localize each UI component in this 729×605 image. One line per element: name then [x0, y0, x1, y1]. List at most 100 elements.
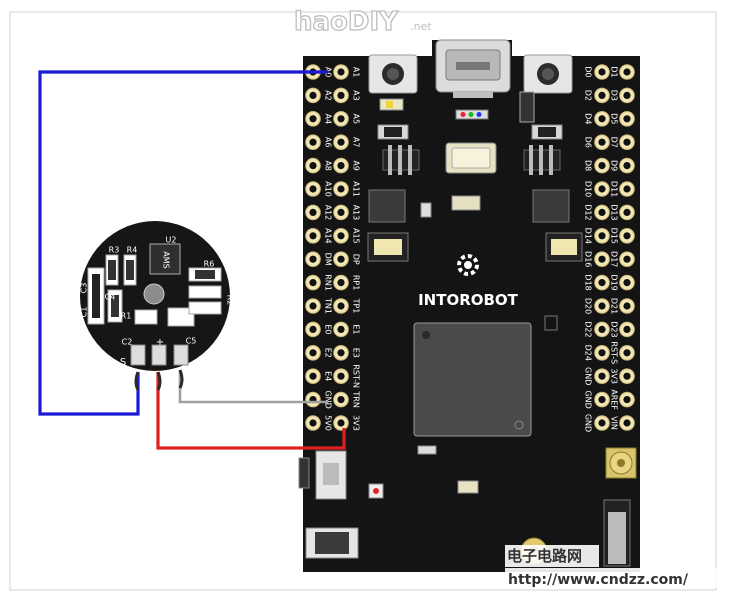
smd-crystal	[451, 195, 481, 211]
header-pin-hole	[623, 419, 631, 427]
sensor-label: D2	[169, 319, 180, 328]
smd-component	[519, 91, 535, 123]
header-pin-label: A4	[324, 114, 333, 125]
header-pin-hole	[337, 68, 345, 76]
header-pin-label: D15	[610, 228, 619, 244]
inductor	[305, 527, 359, 559]
header-pin-label: A15	[352, 228, 361, 244]
header-pin-label: D22	[584, 321, 593, 337]
header-pin-label: 3V3	[352, 415, 361, 431]
header-pin-hole	[598, 302, 606, 310]
header-pin-hole	[598, 396, 606, 404]
slide-switch	[298, 450, 347, 500]
header-pin-hole	[623, 162, 631, 170]
sensor-label: -	[198, 352, 202, 363]
smd-component	[457, 480, 479, 494]
header-pin-hole	[598, 68, 606, 76]
sensor-label: C2	[122, 338, 133, 347]
header-pin-label: D10	[584, 181, 593, 197]
header-pin-label: D5	[610, 113, 619, 124]
header-pin-hole	[309, 372, 317, 380]
diagram-frame	[9, 11, 717, 591]
header-pin-label: D7	[610, 137, 619, 148]
header-pin-label: D18	[584, 274, 593, 290]
header-pin-label: A12	[324, 205, 333, 221]
header-pin-hole	[598, 185, 606, 193]
header-pin-label: A1	[352, 67, 361, 78]
header-pin-hole	[309, 208, 317, 216]
header-pin-label: DM	[324, 253, 333, 266]
header-pin-hole	[309, 325, 317, 333]
header-pin-label: TN1	[324, 297, 333, 314]
header-pin-label: D19	[610, 274, 619, 290]
sensor-label: C4	[105, 293, 116, 302]
header-pin-label: VIN	[610, 416, 619, 430]
right-header-col2: D1D3D5D7D9D11D13D15D17D19D21D23RST-S3V3A…	[610, 64, 635, 431]
header-pin-label: E2	[324, 348, 333, 358]
reset-button-left	[368, 54, 418, 94]
header-pin-label: D14	[584, 228, 593, 244]
header-pin-hole	[598, 232, 606, 240]
header-pin-hole	[623, 255, 631, 263]
header-pin-hole	[623, 208, 631, 216]
sensor-led	[143, 283, 165, 305]
header-pin-hole	[598, 279, 606, 287]
header-pin-label: D12	[584, 204, 593, 220]
chip-right	[532, 189, 570, 223]
header-pin-hole	[598, 325, 606, 333]
jumper-left	[382, 145, 420, 175]
header-pin-label: AREF	[610, 389, 619, 410]
header-pin-hole	[337, 279, 345, 287]
antenna-connector	[605, 447, 637, 479]
wire-end	[178, 369, 184, 389]
svg-text:电子电路网: 电子电路网	[507, 547, 582, 565]
header-pin-label: D21	[610, 298, 619, 314]
header-pin-label: A2	[324, 90, 333, 101]
header-pin-label: E4	[324, 371, 333, 381]
header-pin-hole	[598, 255, 606, 263]
header-pin-label: GND	[324, 390, 333, 408]
header-pin-label: D16	[584, 251, 593, 267]
header-pin-hole	[623, 232, 631, 240]
header-pin-hole	[309, 232, 317, 240]
header-pin-label: 3V3	[610, 368, 619, 384]
ground-wire	[178, 370, 328, 404]
header-pin-hole	[309, 279, 317, 287]
sensor-label: +	[156, 337, 164, 348]
smd-resistor	[417, 445, 437, 455]
header-pin-label: RP1	[352, 275, 361, 290]
header-pin-hole	[337, 372, 345, 380]
header-pin-label: D23	[610, 321, 619, 337]
sensor-label: U2	[166, 236, 177, 245]
header-pin-label: D1	[610, 66, 619, 77]
header-pin-hole	[623, 302, 631, 310]
jumper-right	[523, 145, 561, 175]
power-wire	[156, 372, 346, 450]
header-pin-label: E3	[352, 348, 361, 358]
header-pin-hole	[337, 138, 345, 146]
sensor-label: R1	[121, 312, 132, 321]
header-pin-label: GND	[584, 414, 593, 432]
header-pin-hole	[623, 115, 631, 123]
header-pin-hole	[337, 349, 345, 357]
header-pin-label: A11	[352, 181, 361, 197]
sensor-label: C3	[80, 283, 89, 294]
header-pin-hole	[309, 302, 317, 310]
header-pin-label: GND	[584, 367, 593, 385]
header-pin-label: D8	[584, 160, 593, 171]
sensor-pin-signal	[130, 344, 146, 366]
header-pin-hole	[337, 115, 345, 123]
sensor-pin-vcc	[151, 344, 167, 366]
header-pin-label: TRN	[352, 390, 361, 407]
header-pin-label: A9	[352, 160, 361, 171]
header-pin-hole	[337, 208, 345, 216]
header-pin-label: RST-N	[352, 364, 361, 388]
header-pin-hole	[337, 255, 345, 263]
board-body	[303, 40, 640, 572]
header-pin-hole	[337, 232, 345, 240]
sensor-pin-gnd	[173, 344, 189, 366]
header-pin-hole	[623, 325, 631, 333]
header-pin-hole	[309, 162, 317, 170]
header-pin-hole	[623, 372, 631, 380]
